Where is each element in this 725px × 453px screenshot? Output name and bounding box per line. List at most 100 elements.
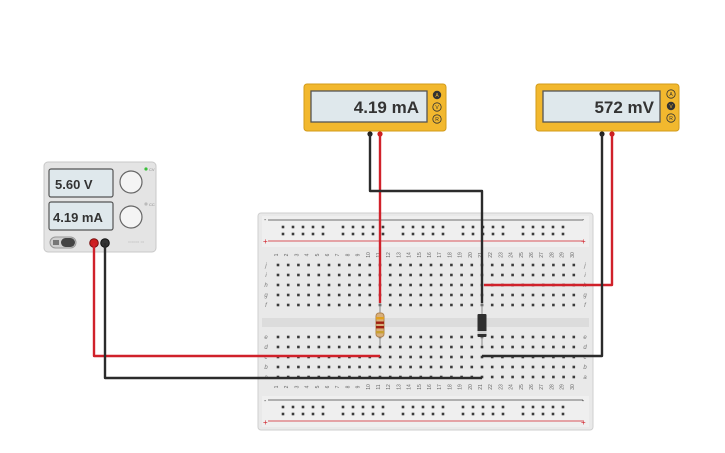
rail-hole[interactable] [521, 412, 525, 416]
voltmeter-mode-a-button[interactable] [666, 89, 676, 99]
breadboard-hole[interactable] [327, 263, 331, 267]
rail-hole[interactable] [321, 232, 325, 236]
breadboard-hole[interactable] [531, 303, 535, 307]
rail-hole[interactable] [371, 412, 375, 416]
breadboard-hole[interactable] [562, 335, 565, 339]
rail-hole[interactable] [281, 405, 285, 409]
breadboard-hole[interactable] [439, 283, 443, 287]
rail-hole[interactable] [411, 225, 415, 229]
breadboard-hole[interactable] [552, 335, 555, 339]
breadboard-hole[interactable] [368, 335, 372, 339]
breadboard-hole[interactable] [460, 355, 463, 359]
breadboard-hole[interactable] [460, 263, 463, 267]
rail-hole[interactable] [421, 225, 425, 229]
breadboard-hole[interactable] [450, 283, 453, 287]
breadboard-hole[interactable] [337, 345, 341, 349]
breadboard-hole[interactable] [450, 273, 453, 277]
breadboard-hole[interactable] [409, 355, 412, 359]
breadboard-hole[interactable] [348, 335, 351, 339]
rail-hole[interactable] [411, 232, 415, 236]
rail-hole[interactable] [291, 232, 295, 236]
breadboard-hole[interactable] [572, 335, 576, 339]
rail-hole[interactable] [531, 232, 535, 236]
breadboard-hole[interactable] [552, 273, 555, 277]
rail-hole[interactable] [281, 225, 285, 229]
rail-hole[interactable] [301, 412, 305, 416]
rail-hole[interactable] [311, 225, 315, 229]
breadboard-hole[interactable] [531, 293, 535, 297]
breadboard-hole[interactable] [541, 263, 545, 267]
breadboard[interactable]: - + - + - + - + 112233445566778899101011… [257, 212, 594, 431]
breadboard-hole[interactable] [460, 345, 463, 349]
rail-hole[interactable] [341, 232, 345, 236]
ammeter-mode-v-button[interactable] [432, 102, 442, 112]
breadboard-hole[interactable] [388, 303, 392, 307]
rail-hole[interactable] [521, 405, 525, 409]
rail-hole[interactable] [461, 405, 465, 409]
breadboard-hole[interactable] [439, 345, 443, 349]
breadboard-hole[interactable] [501, 345, 504, 349]
breadboard-hole[interactable] [480, 365, 484, 369]
breadboard-hole[interactable] [490, 293, 494, 297]
rail-hole[interactable] [301, 405, 305, 409]
breadboard-hole[interactable] [337, 303, 341, 307]
breadboard-hole[interactable] [419, 355, 423, 359]
rail-hole[interactable] [471, 232, 475, 236]
current-knob[interactable] [119, 205, 143, 229]
breadboard-hole[interactable] [552, 365, 555, 369]
rail-hole[interactable] [471, 412, 475, 416]
ammeter[interactable]: 4.19 mA A V R [303, 83, 447, 137]
breadboard-hole[interactable] [572, 273, 576, 277]
rail-hole[interactable] [501, 405, 505, 409]
breadboard-hole[interactable] [429, 355, 433, 359]
breadboard-hole[interactable] [409, 365, 412, 369]
breadboard-hole[interactable] [378, 365, 382, 369]
breadboard-hole[interactable] [541, 273, 545, 277]
breadboard-hole[interactable] [501, 365, 504, 369]
breadboard-hole[interactable] [348, 303, 351, 307]
rail-hole[interactable] [361, 232, 365, 236]
rail-hole[interactable] [491, 405, 495, 409]
breadboard-hole[interactable] [429, 263, 433, 267]
breadboard-hole[interactable] [490, 273, 494, 277]
breadboard-hole[interactable] [297, 345, 300, 349]
breadboard-hole[interactable] [562, 345, 565, 349]
breadboard-hole[interactable] [327, 303, 331, 307]
breadboard-hole[interactable] [317, 293, 321, 297]
breadboard-hole[interactable] [307, 335, 310, 339]
breadboard-hole[interactable] [419, 273, 423, 277]
breadboard-hole[interactable] [470, 335, 474, 339]
breadboard-hole[interactable] [450, 365, 453, 369]
rail-hole[interactable] [341, 405, 345, 409]
breadboard-hole[interactable] [307, 283, 310, 287]
rail-hole[interactable] [501, 412, 505, 416]
rail-hole[interactable] [561, 232, 565, 236]
breadboard-hole[interactable] [307, 345, 310, 349]
rail-hole[interactable] [311, 412, 315, 416]
breadboard-hole[interactable] [419, 263, 423, 267]
breadboard-hole[interactable] [297, 273, 300, 277]
breadboard-hole[interactable] [297, 335, 300, 339]
breadboard-hole[interactable] [348, 263, 351, 267]
rail-hole[interactable] [321, 225, 325, 229]
breadboard-hole[interactable] [460, 335, 463, 339]
breadboard-hole[interactable] [439, 303, 443, 307]
breadboard-hole[interactable] [419, 345, 423, 349]
breadboard-hole[interactable] [358, 283, 361, 287]
breadboard-hole[interactable] [276, 335, 280, 339]
breadboard-hole[interactable] [490, 365, 494, 369]
breadboard-hole[interactable] [541, 293, 545, 297]
rail-hole[interactable] [541, 412, 545, 416]
breadboard-hole[interactable] [521, 345, 525, 349]
rail-hole[interactable] [501, 232, 505, 236]
breadboard-hole[interactable] [297, 293, 300, 297]
rail-hole[interactable] [551, 232, 555, 236]
rail-hole[interactable] [351, 405, 355, 409]
breadboard-hole[interactable] [337, 365, 341, 369]
voltmeter-mode-buttons[interactable]: A V R [666, 89, 676, 123]
breadboard-hole[interactable] [297, 365, 300, 369]
rail-hole[interactable] [561, 405, 565, 409]
breadboard-hole[interactable] [419, 283, 423, 287]
breadboard-hole[interactable] [276, 345, 280, 349]
breadboard-hole[interactable] [337, 273, 341, 277]
